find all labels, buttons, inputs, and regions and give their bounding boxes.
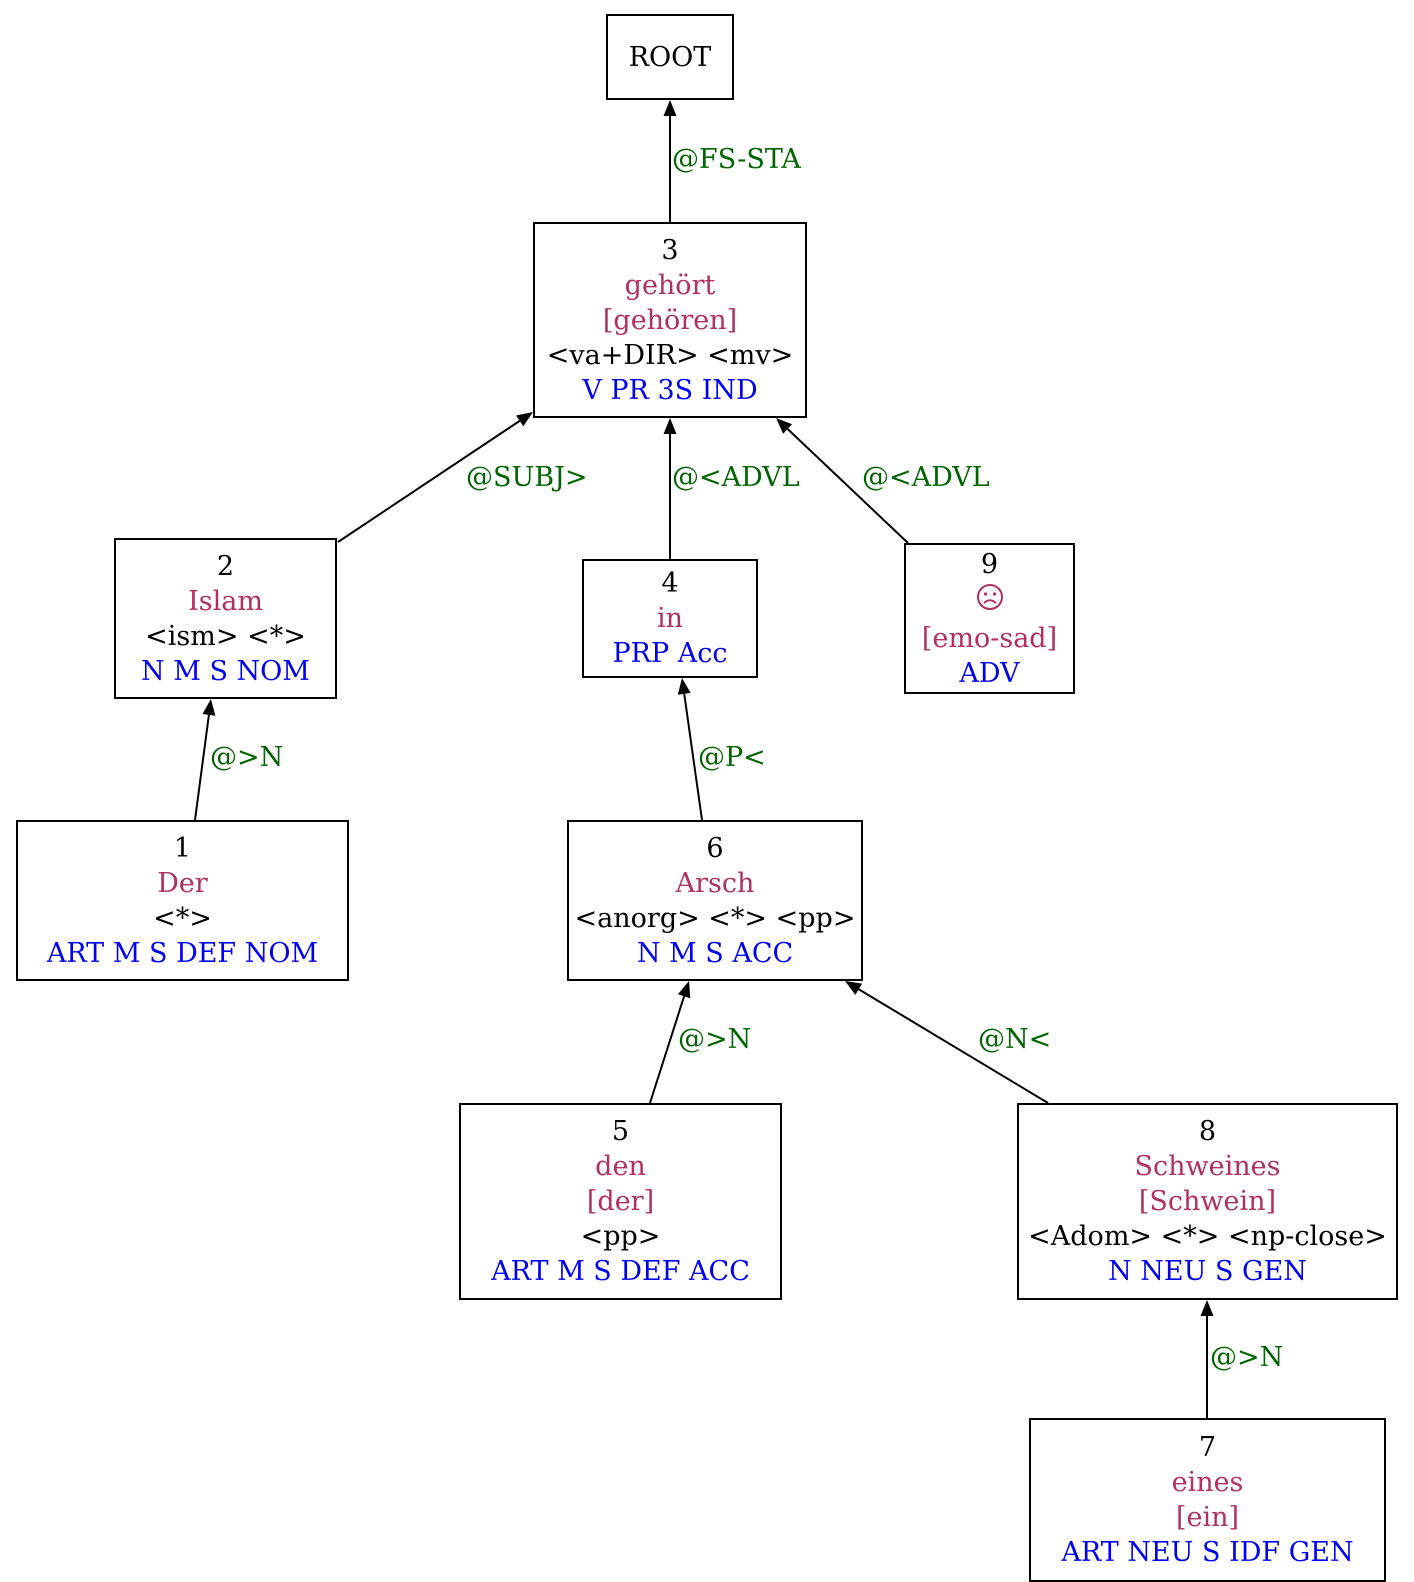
arrowhead-7-to-8 (1200, 1300, 1214, 1316)
token-node-9: 9 [emo-sad]ADV (904, 543, 1075, 694)
sad-face-icon (975, 582, 1005, 621)
token-word: Arsch (675, 867, 755, 899)
edge-5-to-6 (649, 995, 686, 1104)
edge-label-1-to-2: @>N (210, 742, 284, 773)
token-pos: PRP Acc (612, 638, 728, 669)
arrowhead-4-to-3 (663, 418, 677, 434)
token-index: 9 (980, 548, 999, 580)
arrowhead-8-to-6 (845, 981, 863, 995)
token-index: 3 (661, 234, 679, 266)
token-tags: <Adom> <*> <np-close> (1028, 1221, 1387, 1252)
arrowhead-6-to-4 (677, 678, 691, 695)
arrowhead-3-to-ROOT (663, 100, 677, 116)
edge-6-to-4 (683, 693, 703, 821)
edge-label-3-to-ROOT: @FS-STA (672, 144, 801, 175)
token-pos: ART M S DEF ACC (491, 1256, 750, 1287)
token-pos: ART NEU S IDF GEN (1061, 1537, 1354, 1568)
token-word: eines (1171, 1467, 1244, 1498)
token-word: Schweines (1134, 1151, 1281, 1182)
token-pos: ADV (959, 657, 1020, 689)
token-pos: N M S NOM (141, 655, 310, 687)
edge-label-5-to-6: @>N (678, 1024, 752, 1055)
edge-label-6-to-4: @P< (698, 742, 766, 773)
edge-label-9-to-3: @<ADVL (862, 462, 990, 493)
token-lemma: [ein] (1175, 1502, 1240, 1533)
token-word: Der (157, 867, 208, 899)
edge-label-2-to-3: @SUBJ> (466, 462, 588, 493)
token-word: in (656, 603, 684, 634)
token-index: 7 (1198, 1432, 1217, 1463)
token-index: 8 (1198, 1116, 1217, 1147)
token-node-5: 5 den [der] <pp> ART M S DEF ACC (459, 1103, 782, 1300)
token-node-7: 7 eines [ein] ART NEU S IDF GEN (1029, 1418, 1386, 1582)
token-tags: <va+DIR> <mv> (546, 339, 794, 371)
arrowhead-5-to-6 (677, 981, 691, 999)
arrowhead-2-to-3 (516, 412, 533, 427)
edge-label-4-to-3: @<ADVL (672, 462, 800, 493)
token-tags: <pp> (580, 1221, 661, 1252)
token-word: Islam (188, 585, 263, 617)
token-tags: <ism> <*> (145, 620, 306, 652)
edge-2-to-3 (337, 420, 521, 543)
token-index: 6 (706, 832, 724, 864)
token-word: gehört (624, 269, 716, 301)
token-index: 2 (216, 550, 235, 582)
edge-label-8-to-6: @N< (978, 1024, 1052, 1055)
token-pos: V PR 3S IND (582, 374, 758, 406)
edge-9-to-3 (786, 428, 909, 544)
token-lemma: [emo-sad] (921, 622, 1058, 654)
token-lemma: [gehören] (602, 304, 738, 336)
edge-1-to-2 (194, 714, 210, 821)
token-pos: ART M S DEF NOM (46, 937, 319, 969)
root-node: ROOT (606, 14, 734, 100)
token-index: 4 (661, 568, 679, 599)
token-tags: <*> (153, 902, 212, 934)
token-index: 1 (173, 832, 192, 864)
arrowhead-1-to-2 (202, 699, 216, 716)
token-word: den (595, 1151, 646, 1182)
edge-8-to-6 (858, 988, 1049, 1104)
arrowhead-9-to-3 (776, 418, 793, 434)
token-tags: <anorg> <*> <pp> (574, 902, 856, 934)
token-lemma: [Schwein] (1138, 1186, 1277, 1217)
token-pos: N M S ACC (636, 937, 794, 969)
token-lemma: [der] (586, 1186, 655, 1217)
root-label: ROOT (628, 41, 712, 73)
edge-label-7-to-8: @>N (1210, 1342, 1284, 1373)
token-index: 5 (611, 1116, 630, 1147)
token-pos: N NEU S GEN (1108, 1256, 1307, 1287)
